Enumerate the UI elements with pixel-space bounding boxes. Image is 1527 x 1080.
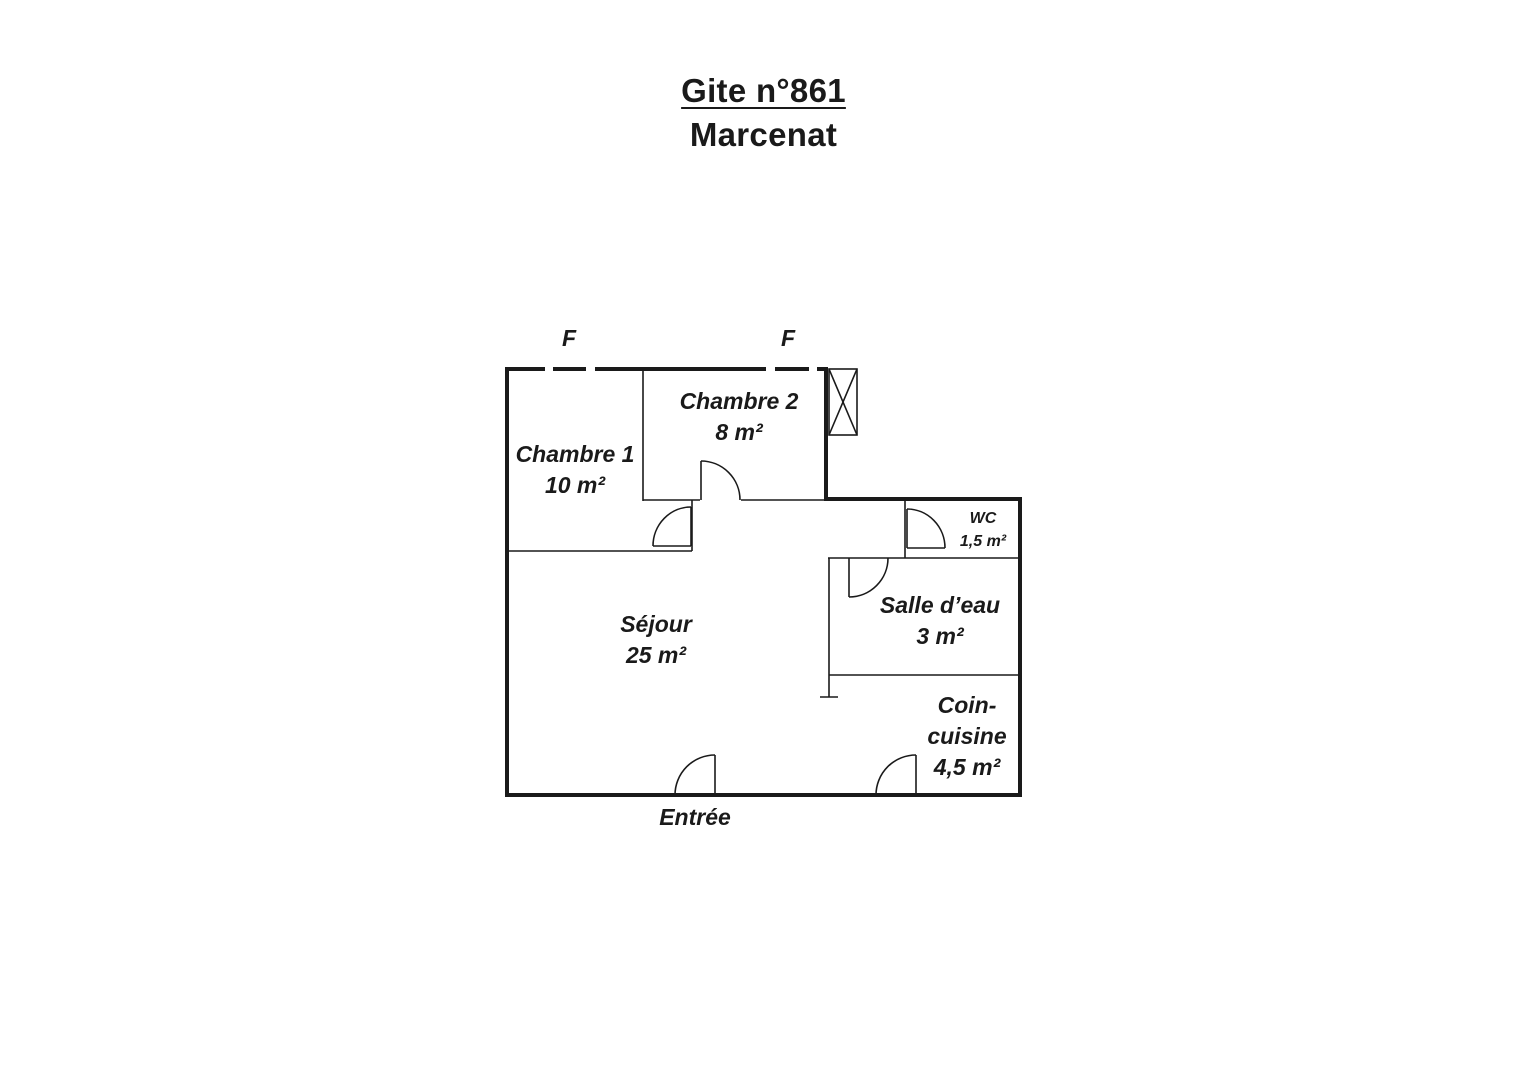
door-salle-eau <box>848 557 889 598</box>
door-chambre-1 <box>652 506 692 547</box>
room-label-sejour: Séjour 25 m² <box>588 609 724 671</box>
room-label-chambre-1: Chambre 1 10 m² <box>508 439 642 501</box>
exterior-walls <box>505 367 1022 797</box>
window-marker-1: F <box>561 325 577 351</box>
room-label-wc: WC 1,5 m² <box>946 507 1020 553</box>
interior-walls <box>507 369 1020 698</box>
chimney-shaft <box>828 368 858 436</box>
door-entree <box>674 754 716 796</box>
room-name-line-1: Coin- <box>937 692 997 718</box>
window-marker-2: F <box>780 325 796 351</box>
room-label-coin-cuisine: Coin- cuisine 4,5 m² <box>914 690 1020 783</box>
room-area: 10 m² <box>544 472 606 498</box>
room-label-chambre-2: Chambre 2 8 m² <box>656 386 822 448</box>
door-chambre-2 <box>700 460 741 501</box>
room-name: WC <box>969 510 997 527</box>
room-name: Séjour <box>620 611 692 637</box>
room-label-salle-eau: Salle d’eau 3 m² <box>862 590 1018 652</box>
door-cuisine <box>875 754 917 796</box>
room-area: 1,5 m² <box>959 533 1007 550</box>
room-name: Chambre 1 <box>515 441 635 467</box>
door-wc <box>906 508 946 549</box>
room-area: 8 m² <box>715 419 763 445</box>
plan-subtitle: Marcenat <box>689 116 838 153</box>
room-name: Salle d’eau <box>879 592 1001 618</box>
room-area: 3 m² <box>916 623 964 649</box>
room-name: Chambre 2 <box>679 388 799 414</box>
room-area: 25 m² <box>625 642 687 668</box>
room-area: 4,5 m² <box>933 754 1001 780</box>
plan-title: Gite n°861 <box>681 72 846 109</box>
entrance-label: Entrée <box>659 804 731 830</box>
room-name-line-2: cuisine <box>927 723 1007 749</box>
doors <box>652 460 946 796</box>
